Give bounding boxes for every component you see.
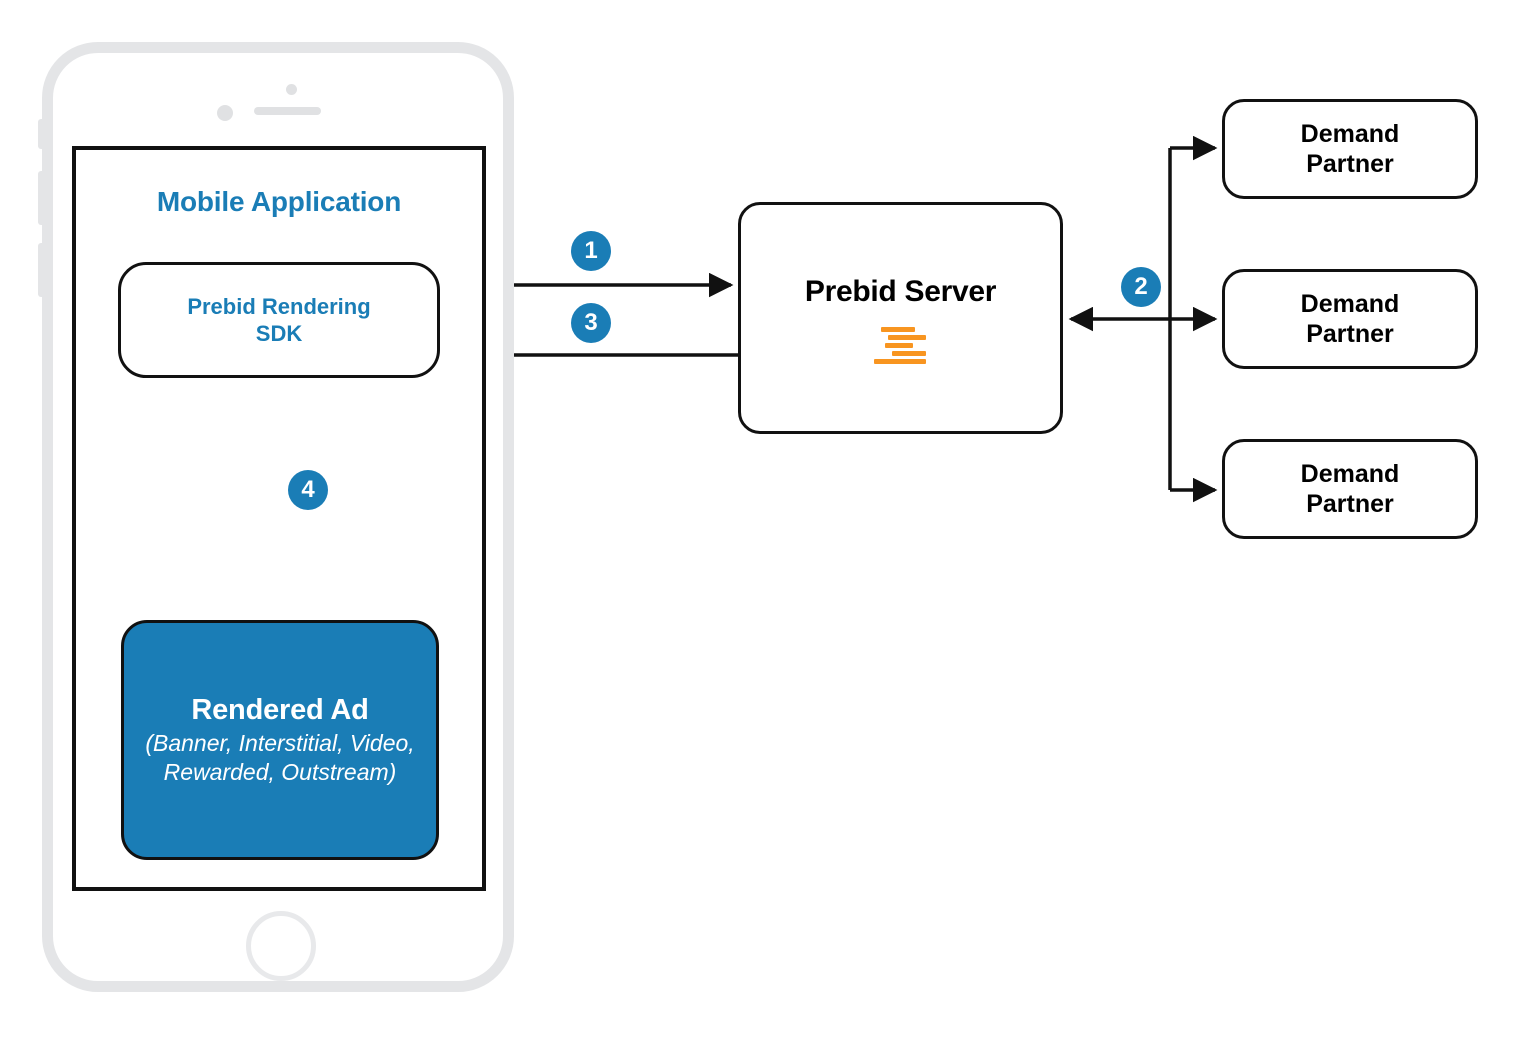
rendered-ad-formats-line-2: Rewarded, Outstream) — [163, 758, 397, 785]
demand-partner-3-label-line-2: Partner — [1306, 490, 1394, 518]
prebid-logo-icon — [873, 327, 928, 364]
step-badge-2: 2 — [1121, 267, 1161, 307]
step-badge-4: 4 — [288, 470, 328, 510]
mobile-application-title: Mobile Application — [156, 186, 402, 217]
step-badge-1: 1 — [571, 231, 611, 271]
rendered-ad-title: Rendered Ad — [191, 694, 369, 727]
demand-partner-1-node[interactable]: Demand Partner — [1222, 99, 1478, 199]
proximity-sensor-icon — [286, 84, 297, 95]
demand-partner-2-node[interactable]: Demand Partner — [1222, 269, 1478, 369]
phone-volume-up-button[interactable] — [38, 171, 44, 225]
rendered-ad-node[interactable]: Rendered Ad (Banner, Interstitial, Video… — [121, 620, 439, 860]
sdk-label-line-1: Prebid Rendering — [187, 293, 371, 319]
front-camera-icon — [217, 105, 233, 121]
demand-partner-2-label-line-1: Demand — [1300, 289, 1400, 318]
demand-partner-2-label-line-2: Partner — [1306, 320, 1394, 348]
prebid-server-title: Prebid Server — [804, 275, 997, 308]
sdk-label-line-2: SDK — [255, 321, 303, 346]
demand-partner-1-label-line-2: Partner — [1306, 150, 1394, 178]
home-button[interactable] — [246, 911, 316, 981]
phone-silent-switch[interactable] — [38, 119, 44, 149]
prebid-server-node[interactable]: Prebid Server — [738, 202, 1063, 434]
demand-partner-3-node[interactable]: Demand Partner — [1222, 439, 1478, 539]
rendered-ad-formats-line-1: (Banner, Interstitial, Video, — [145, 730, 415, 757]
step-badge-3: 3 — [571, 303, 611, 343]
phone-volume-down-button[interactable] — [38, 243, 44, 297]
prebid-rendering-sdk-node[interactable]: Prebid Rendering SDK — [118, 262, 440, 378]
demand-partner-3-label-line-1: Demand — [1300, 459, 1400, 488]
earpiece-speaker-icon — [254, 107, 321, 115]
demand-partner-1-label-line-1: Demand — [1300, 119, 1400, 148]
